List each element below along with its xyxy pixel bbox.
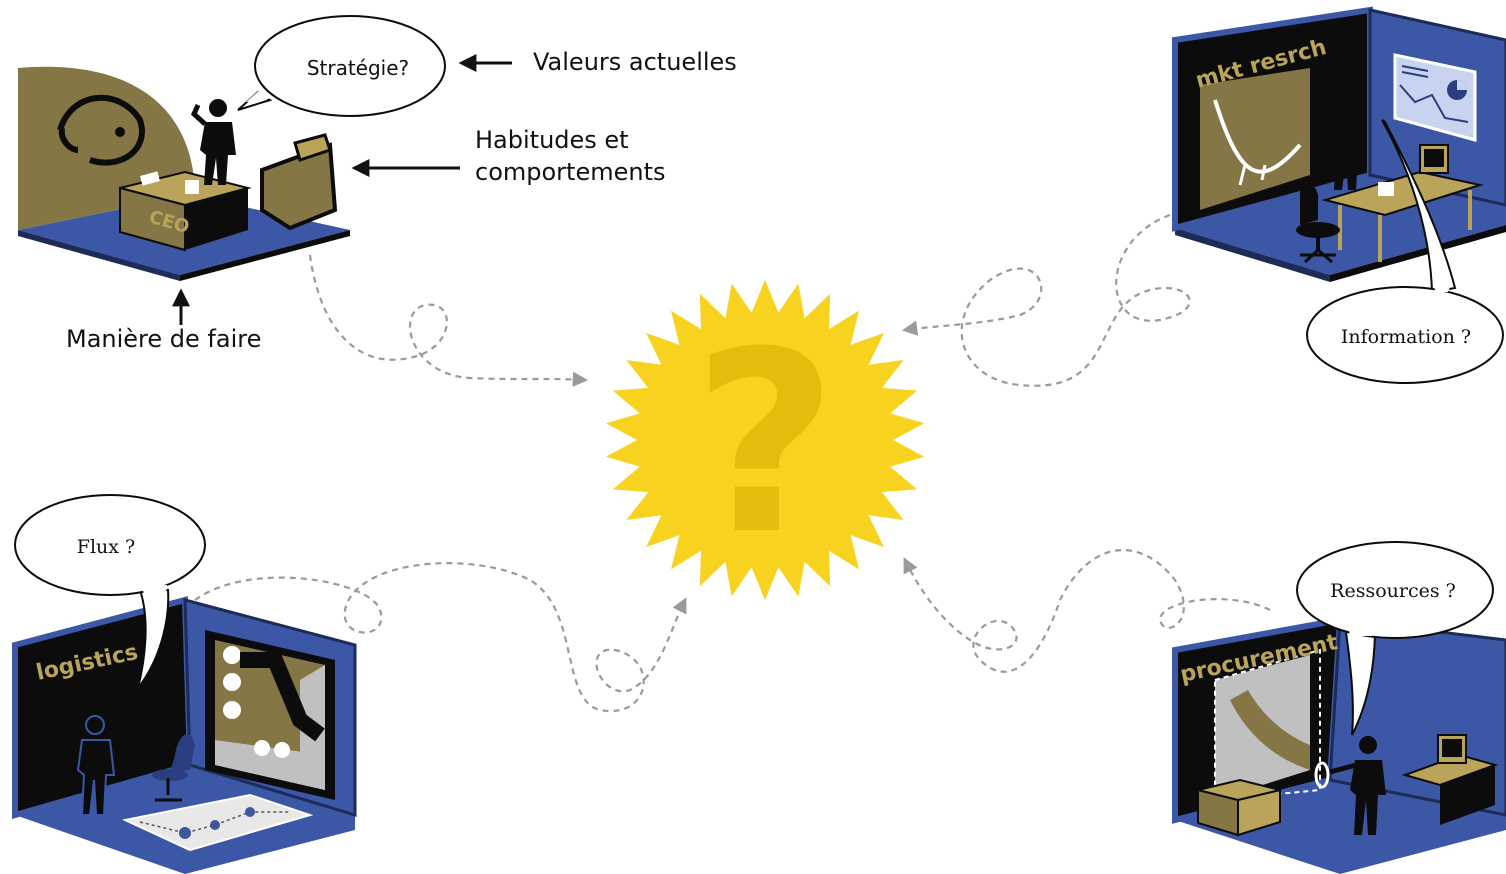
procurement-room: procurement Ressources ? <box>1172 541 1506 874</box>
mktresrch-chair-icon <box>1300 183 1318 225</box>
ceo-room: CEO Stratégie? Valeurs actuelles Habitud… <box>18 15 737 353</box>
mktresrch-poster <box>1393 53 1477 142</box>
mktresrch-chart-board <box>1200 68 1310 210</box>
connector-paths <box>194 213 1271 713</box>
information-bubble-text: Information ? <box>1341 326 1471 348</box>
ceo-wall-symbol-icon <box>57 94 145 166</box>
mktresrch-desk <box>1321 170 1484 217</box>
resources-speech-bubble: Ressources ? <box>1296 541 1494 736</box>
logistics-room: logistics Flux ? <box>12 494 357 874</box>
values-label: Valeurs actuelles <box>533 48 737 76</box>
mktresrch-person-icon <box>1330 96 1366 190</box>
procurement-person-icon <box>1329 736 1386 835</box>
path-logistics-to-center <box>194 562 687 713</box>
center-question-mark: ? <box>692 298 837 589</box>
mkt-resrch-room: mkt resrch I <box>1172 6 1506 384</box>
strategy-bubble-text: Stratégie? <box>307 56 409 80</box>
mktresrch-chart-curve <box>1213 99 1302 174</box>
ceo-person-icon <box>190 99 236 185</box>
information-speech-bubble: Information ? <box>1306 119 1504 384</box>
flux-bubble-text: Flux ? <box>77 536 135 558</box>
strategy-speech-bubble: Stratégie? <box>237 15 446 117</box>
path-mktresrch-to-center <box>901 213 1191 387</box>
habits-label-line1: Habitudes et <box>475 126 629 154</box>
habits-label-line2: comportements <box>475 158 666 186</box>
logistics-chair-icon <box>170 734 195 772</box>
starburst-shape <box>605 280 925 600</box>
path-procurement-to-center <box>903 548 1271 673</box>
center-burst: ? <box>605 280 925 600</box>
path-ceo-to-center <box>308 254 589 387</box>
way-label: Manière de faire <box>66 325 261 353</box>
flux-speech-bubble: Flux ? <box>14 494 206 689</box>
logistics-person-icon <box>76 715 116 816</box>
resources-bubble-text: Ressources ? <box>1330 580 1456 602</box>
